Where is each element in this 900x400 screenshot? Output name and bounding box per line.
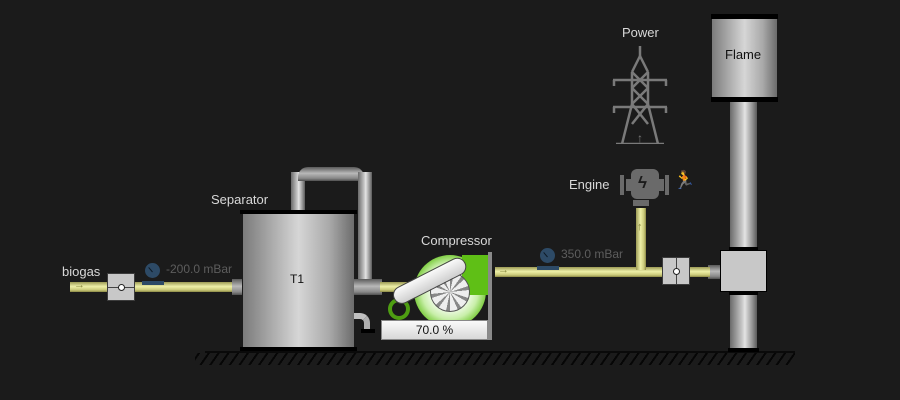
separator-label: Separator [211, 192, 269, 207]
engine-coupling [633, 200, 649, 206]
flame-inlet-nozzle [708, 265, 720, 279]
svg-text:↑: ↑ [637, 131, 643, 144]
separator-overhead-pipe-top [298, 167, 364, 181]
separator-inlet-nozzle [232, 279, 242, 295]
separator-bottom-cap [240, 347, 357, 351]
power-tower-icon: ↑ [612, 46, 668, 144]
gauge-base [142, 281, 164, 285]
inlet-valve[interactable] [107, 273, 135, 301]
ground-line [205, 351, 795, 353]
flame-bottom-cap [711, 97, 778, 102]
compressor-outlet-pipe [495, 267, 665, 277]
flame-top-cap [711, 14, 778, 19]
stack-flange [729, 247, 758, 250]
outlet-pressure-readout: 350.0 mBar [561, 247, 624, 261]
flame-label: Flame [725, 47, 762, 62]
pressure-gauge-icon [540, 248, 555, 263]
valve-indicator-icon [118, 284, 125, 291]
separator-tank[interactable]: T1 [243, 214, 354, 347]
flame-feed-pipe [690, 267, 710, 277]
running-icon: 🏃 [673, 170, 696, 190]
gauge-base [537, 266, 559, 270]
stack-flange [729, 292, 758, 295]
separator-tag: T1 [290, 272, 305, 286]
compressor-label: Compressor [421, 233, 492, 248]
lightning-icon: ϟ [638, 173, 647, 192]
power-label: Power [622, 25, 659, 40]
stack-base [728, 348, 759, 352]
inlet-label: biogas [62, 264, 101, 279]
flame-stack-lower [730, 295, 757, 348]
compressor[interactable] [386, 252, 492, 342]
flame-stack-upper [730, 102, 757, 249]
separator-overhead-pipe-left [291, 172, 305, 212]
flame-junction[interactable] [720, 250, 767, 292]
compressor-speed-value: 70.0 % [415, 323, 454, 337]
separator-drain [354, 313, 370, 329]
separator-overhead-pipe-right [358, 172, 372, 280]
engine-icon[interactable]: ϟ [620, 167, 670, 203]
inlet-pressure-readout: -200.0 mBar [166, 262, 233, 276]
flame-valve[interactable] [662, 257, 690, 285]
flow-arrow-icon: → [498, 264, 509, 276]
inlet-pipe [70, 282, 234, 292]
separator-top-cap [240, 210, 357, 214]
flow-arrow-icon: → [74, 279, 85, 291]
flow-up-arrow-icon: ↑ [637, 221, 643, 233]
pressure-gauge-icon [145, 263, 160, 278]
engine-feed-pipe [636, 208, 646, 270]
separator-outlet-nozzle [354, 279, 382, 295]
valve-indicator-icon [673, 268, 680, 275]
compressor-frame [488, 252, 492, 340]
drain-cap [361, 329, 375, 333]
ground-hatch [195, 353, 795, 365]
flame-chamber[interactable]: Flame [712, 19, 777, 97]
compressor-speed-readout: 70.0 % [381, 320, 488, 340]
engine-label: Engine [569, 177, 610, 192]
